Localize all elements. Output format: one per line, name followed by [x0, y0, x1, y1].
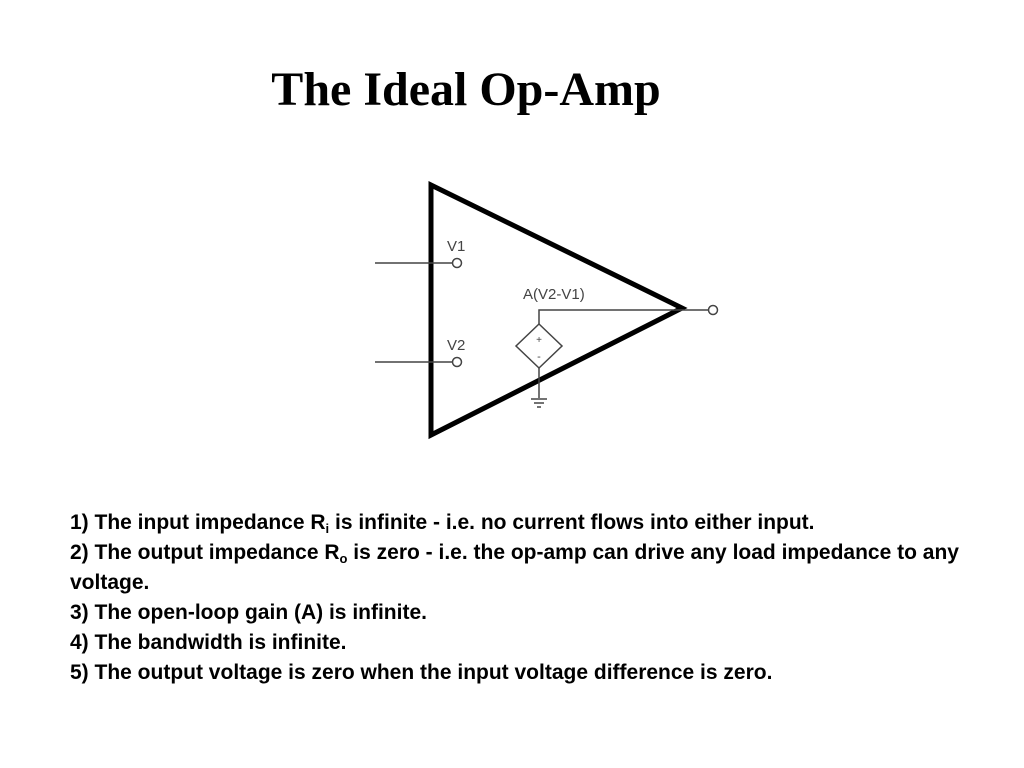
- property-item-5: 5) The output voltage is zero when the i…: [70, 661, 773, 684]
- output-impedance-subscript: o: [339, 551, 348, 566]
- source-minus-sign: -: [537, 351, 541, 363]
- output-terminal[interactable]: [707, 304, 719, 316]
- input-v1-terminal[interactable]: [451, 257, 463, 269]
- property-2-rest: is zero - i.e. the op-amp can drive any …: [70, 541, 959, 594]
- property-1-text: 1) The input impedance R: [70, 511, 326, 534]
- property-item-4: 4) The bandwidth is infinite.: [70, 631, 347, 654]
- input-v2-terminal[interactable]: [451, 356, 463, 368]
- source-output-wire: [538, 309, 682, 324]
- source-plus-sign: +: [536, 335, 542, 346]
- op-amp-triangle: [428, 180, 688, 440]
- property-1-rest: is infinite - i.e. no current flows into…: [329, 511, 815, 534]
- property-2-text: 2) The output impedance R: [70, 541, 340, 564]
- properties-list: 1) The input impedance Ri is infinite - …: [70, 508, 970, 688]
- ground-icon: [531, 398, 547, 408]
- v2-label: V2: [447, 337, 465, 354]
- gain-label: A(V2-V1): [523, 286, 585, 303]
- property-item-3: 3) The open-loop gain (A) is infinite.: [70, 601, 427, 624]
- input-impedance-subscript: i: [325, 521, 330, 536]
- property-item-2: 2) The output impedance Ro is zero - i.e…: [70, 538, 970, 598]
- v1-label: V1: [447, 238, 465, 255]
- slide-title: The Ideal Op-Amp: [271, 63, 661, 116]
- property-item-1: 1) The input impedance Ri is infinite - …: [70, 508, 970, 538]
